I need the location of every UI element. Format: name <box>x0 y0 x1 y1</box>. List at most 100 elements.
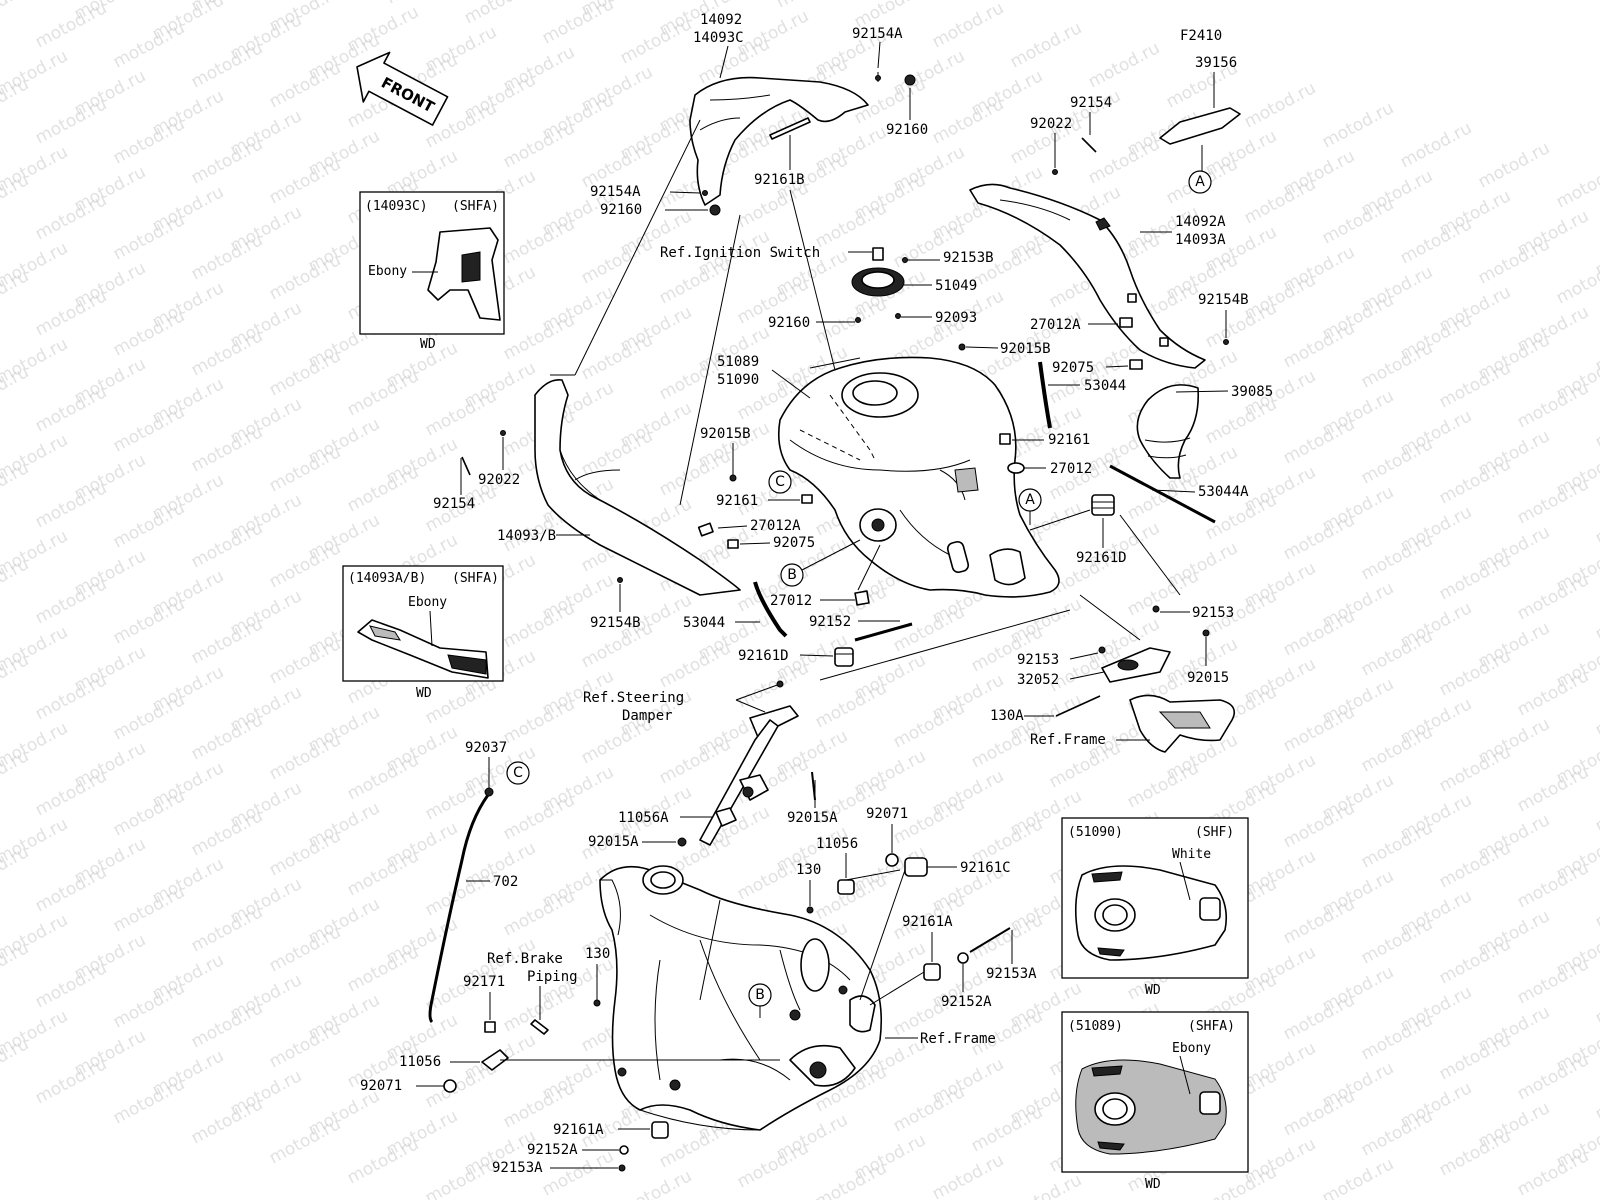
callout-C-hose: C <box>506 761 530 785</box>
label-92154-right: 92154 <box>1070 95 1112 111</box>
strip-53044-right <box>1038 361 1052 429</box>
bracket-11056A <box>715 807 737 827</box>
label-92161A-right: 92161A <box>902 914 953 930</box>
screw-92015B-right <box>958 343 966 351</box>
label-11056A: 11056A <box>618 810 669 826</box>
screw-92154A-top <box>875 72 881 82</box>
callout-C-tank: C <box>768 470 792 494</box>
label-92161B: 92161B <box>754 172 805 188</box>
label-92015B-right: 92015B <box>1000 341 1051 357</box>
collar-92152A-bottom <box>619 1145 629 1155</box>
inset-51090-market: WD <box>1145 983 1161 998</box>
label-92152: 92152 <box>809 614 851 630</box>
inset-51090-code: (51090) <box>1068 825 1123 840</box>
label-27012-right: 27012 <box>1050 461 1092 477</box>
label-51090: 51090 <box>717 372 759 388</box>
collar-92022-left <box>500 430 506 436</box>
watermark-text: motod.ru <box>1592 878 1600 932</box>
label-14092: 14092 <box>700 12 742 28</box>
inset-14093C-code: (14093C) <box>365 199 428 214</box>
svg-text:B: B <box>755 987 765 1003</box>
watermark-text: motod.ru <box>812 1158 890 1200</box>
bolt-92015A-left <box>677 837 687 847</box>
watermark-text: motod.ru <box>1319 98 1397 152</box>
label-27012-left: 27012 <box>770 593 812 609</box>
watermark-text: motod.ru <box>1007 18 1085 72</box>
label-92171: 92171 <box>463 974 505 990</box>
label-92075-right: 92075 <box>1052 360 1094 376</box>
screw-92015 <box>1202 629 1210 637</box>
label-92152A-right: 92152A <box>941 994 992 1010</box>
bolt-130A <box>1055 695 1101 717</box>
watermark-text: motod.ru <box>773 0 851 12</box>
label-14092A: 14092A <box>1175 214 1226 230</box>
watermark-text: motod.ru <box>1592 974 1600 1028</box>
label-92161D-right: 92161D <box>1076 550 1127 566</box>
seal-39156 <box>1159 107 1241 145</box>
collar-11056-right <box>837 879 855 895</box>
label-92153-2: 92153 <box>1017 652 1059 668</box>
label-51049: 51049 <box>935 278 977 294</box>
label-92022-left: 92022 <box>478 472 520 488</box>
label-ref-brake-1: Ref.Brake <box>487 951 563 967</box>
inset-14093AB-color: Ebony <box>408 595 447 610</box>
inset-51089-color: Ebony <box>1172 1041 1211 1056</box>
figure-code: F2410 <box>1180 28 1222 44</box>
label-ref-ignition: Ref.Ignition Switch <box>660 245 820 261</box>
label-92160-top: 92160 <box>886 122 928 138</box>
label-53044-left: 53044 <box>683 615 725 631</box>
bumper-92161-right <box>999 433 1011 445</box>
damper-92161C <box>904 857 928 877</box>
label-92154B-left: 92154B <box>590 615 641 631</box>
label-130-right: 130 <box>796 862 821 878</box>
label-92153A-right: 92153A <box>986 966 1037 982</box>
label-39085: 39085 <box>1231 384 1273 400</box>
inset-14093AB: (14093A/B) (SHFA) Ebony WD <box>342 565 504 701</box>
label-702: 702 <box>493 874 518 890</box>
inset-51089-market: WD <box>1145 1177 1161 1192</box>
label-14093C: 14093C <box>693 30 744 46</box>
inset-14093AB-variant: (SHFA) <box>452 571 499 586</box>
damper-92161A-bottom <box>651 1121 669 1139</box>
watermark-text: motod.ru <box>539 0 617 48</box>
watermark-text: motod.ru <box>461 0 539 28</box>
clip-92037 <box>484 787 494 797</box>
label-92161C: 92161C <box>960 860 1011 876</box>
label-53044-right: 53044 <box>1084 378 1126 394</box>
watermark-text: motod.ru <box>1592 398 1600 452</box>
screw-92153-2 <box>1098 646 1106 654</box>
watermark-text: motod.ru <box>0 0 32 32</box>
clamp-92171 <box>484 1021 496 1033</box>
label-92071-right: 92071 <box>866 806 908 822</box>
label-92154B-right: 92154B <box>1198 292 1249 308</box>
collar-11056-left <box>481 1049 509 1071</box>
inset-51089-variant: (SHFA) <box>1188 1019 1235 1034</box>
watermark-text: motod.ru <box>1592 1070 1600 1124</box>
fuel-cap-51049 <box>851 247 905 323</box>
rod-92152 <box>854 622 913 642</box>
inset-51090-variant: (SHF) <box>1195 825 1234 840</box>
label-92153B: 92153B <box>943 250 994 266</box>
callout-A-top: A <box>1188 170 1212 194</box>
watermark-text: motod.ru <box>1592 1166 1600 1200</box>
watermark-text: motod.ru <box>383 0 461 8</box>
damper-92161A-right <box>923 963 941 981</box>
label-92153-1: 92153 <box>1192 605 1234 621</box>
side-cover-14092A <box>969 183 1206 369</box>
strip-53044A <box>1109 464 1216 524</box>
grommet-92160-top <box>904 74 916 86</box>
svg-text:B: B <box>787 567 797 583</box>
damper-92161D-right <box>1091 494 1115 516</box>
pad-92075-right <box>1129 359 1143 370</box>
watermark-text: motod.ru <box>1241 78 1319 132</box>
bolt-92153A-bottom <box>618 1164 626 1172</box>
screw-92154-left <box>461 456 471 476</box>
side-cover-14093B <box>534 378 741 596</box>
watermark-text: motod.ru <box>1592 782 1600 836</box>
label-92015: 92015 <box>1187 670 1229 686</box>
inset-14093C-variant: (SHFA) <box>452 199 499 214</box>
screw-92154B-right <box>1223 339 1229 345</box>
pad-27012-right <box>1007 462 1025 474</box>
